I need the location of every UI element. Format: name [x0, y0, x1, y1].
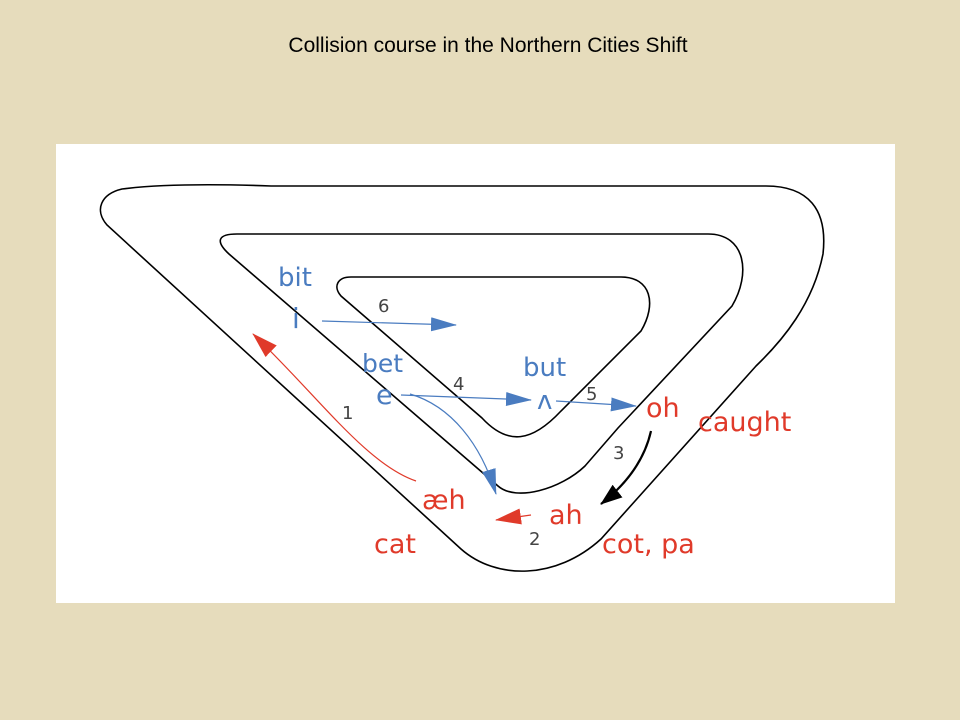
vowel-shift-diagram: bit i bet e but ʌ oh caught æh ah cat co…	[99, 183, 825, 572]
track-outer	[99, 183, 825, 572]
vowel-wedge: ʌ	[537, 386, 552, 416]
step-3: 3	[613, 443, 624, 464]
blue-labels: bit i bet e but ʌ	[278, 263, 566, 416]
step-1: 1	[342, 403, 353, 424]
arrow-6	[321, 317, 457, 332]
vowel-oh: oh	[646, 393, 680, 424]
shift-arrows	[252, 317, 653, 525]
red-labels: oh caught æh ah cat cot, pa	[374, 393, 791, 560]
diagram-panel: bit i bet e but ʌ oh caught æh ah cat co…	[56, 144, 895, 603]
spiral-track	[99, 183, 825, 572]
track-middle	[219, 233, 744, 494]
step-6: 6	[378, 296, 389, 317]
word-cat: cat	[374, 529, 416, 560]
arrow-e-down	[409, 393, 497, 495]
word-caught: caught	[698, 407, 791, 438]
word-bit: bit	[278, 263, 312, 293]
track-inner	[336, 276, 651, 438]
vowel-ah: ah	[549, 500, 583, 531]
word-but: but	[523, 353, 566, 383]
step-numbers: 6 4 5 3 2 1	[342, 296, 624, 550]
arrow-1	[252, 333, 417, 482]
step-4: 4	[453, 374, 464, 395]
arrow-4	[400, 392, 532, 407]
word-cot-pa: cot, pa	[602, 529, 695, 560]
step-2: 2	[529, 529, 540, 550]
word-bet: bet	[362, 349, 403, 378]
vowel-aeh: æh	[422, 485, 466, 516]
slide-title: Collision course in the Northern Cities …	[288, 34, 688, 57]
arrow-5	[555, 397, 637, 412]
vowel-e: e	[376, 380, 393, 411]
step-5: 5	[586, 384, 597, 405]
arrow-3	[600, 430, 653, 505]
vowel-i: i	[292, 302, 300, 335]
arrow-2	[495, 508, 532, 525]
